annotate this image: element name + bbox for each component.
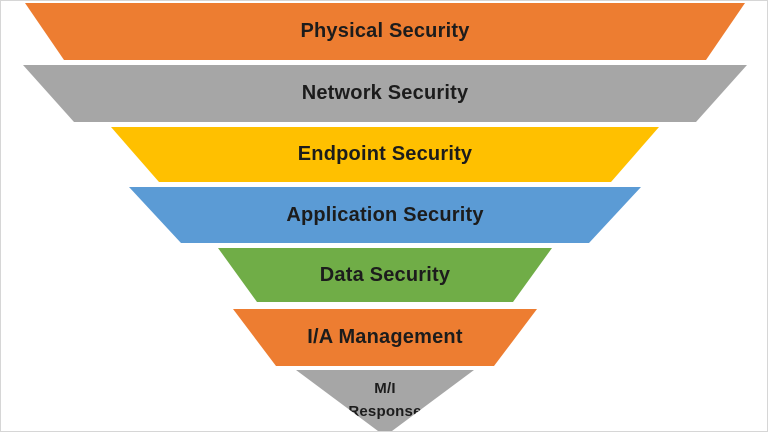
funnel-layer-label: Endpoint Security xyxy=(297,143,473,165)
funnel-layer-label-line-1: M/I xyxy=(374,379,396,397)
funnel-layer-label: Physical Security xyxy=(300,20,470,42)
funnel-layer-physical-security: Physical Security xyxy=(25,3,745,60)
funnel-layer-label: Network Security xyxy=(301,82,469,104)
funnel-layer-label: I/A Management xyxy=(307,326,463,348)
funnel-layer-mi-response: M/I Response xyxy=(296,370,474,431)
funnel-layer-application-security: Application Security xyxy=(129,187,641,243)
funnel-layer-label: Application Security xyxy=(286,203,484,226)
funnel-layer-data-security: Data Security xyxy=(218,248,552,302)
funnel-layer-network-security: Network Security xyxy=(23,65,747,122)
funnel-layer-label: Data Security xyxy=(319,263,451,286)
funnel-layer-ia-management: I/A Management xyxy=(233,309,537,366)
funnel-layer-endpoint-security: Endpoint Security xyxy=(111,127,659,182)
funnel-layer-label-line-2: Response xyxy=(348,403,422,420)
